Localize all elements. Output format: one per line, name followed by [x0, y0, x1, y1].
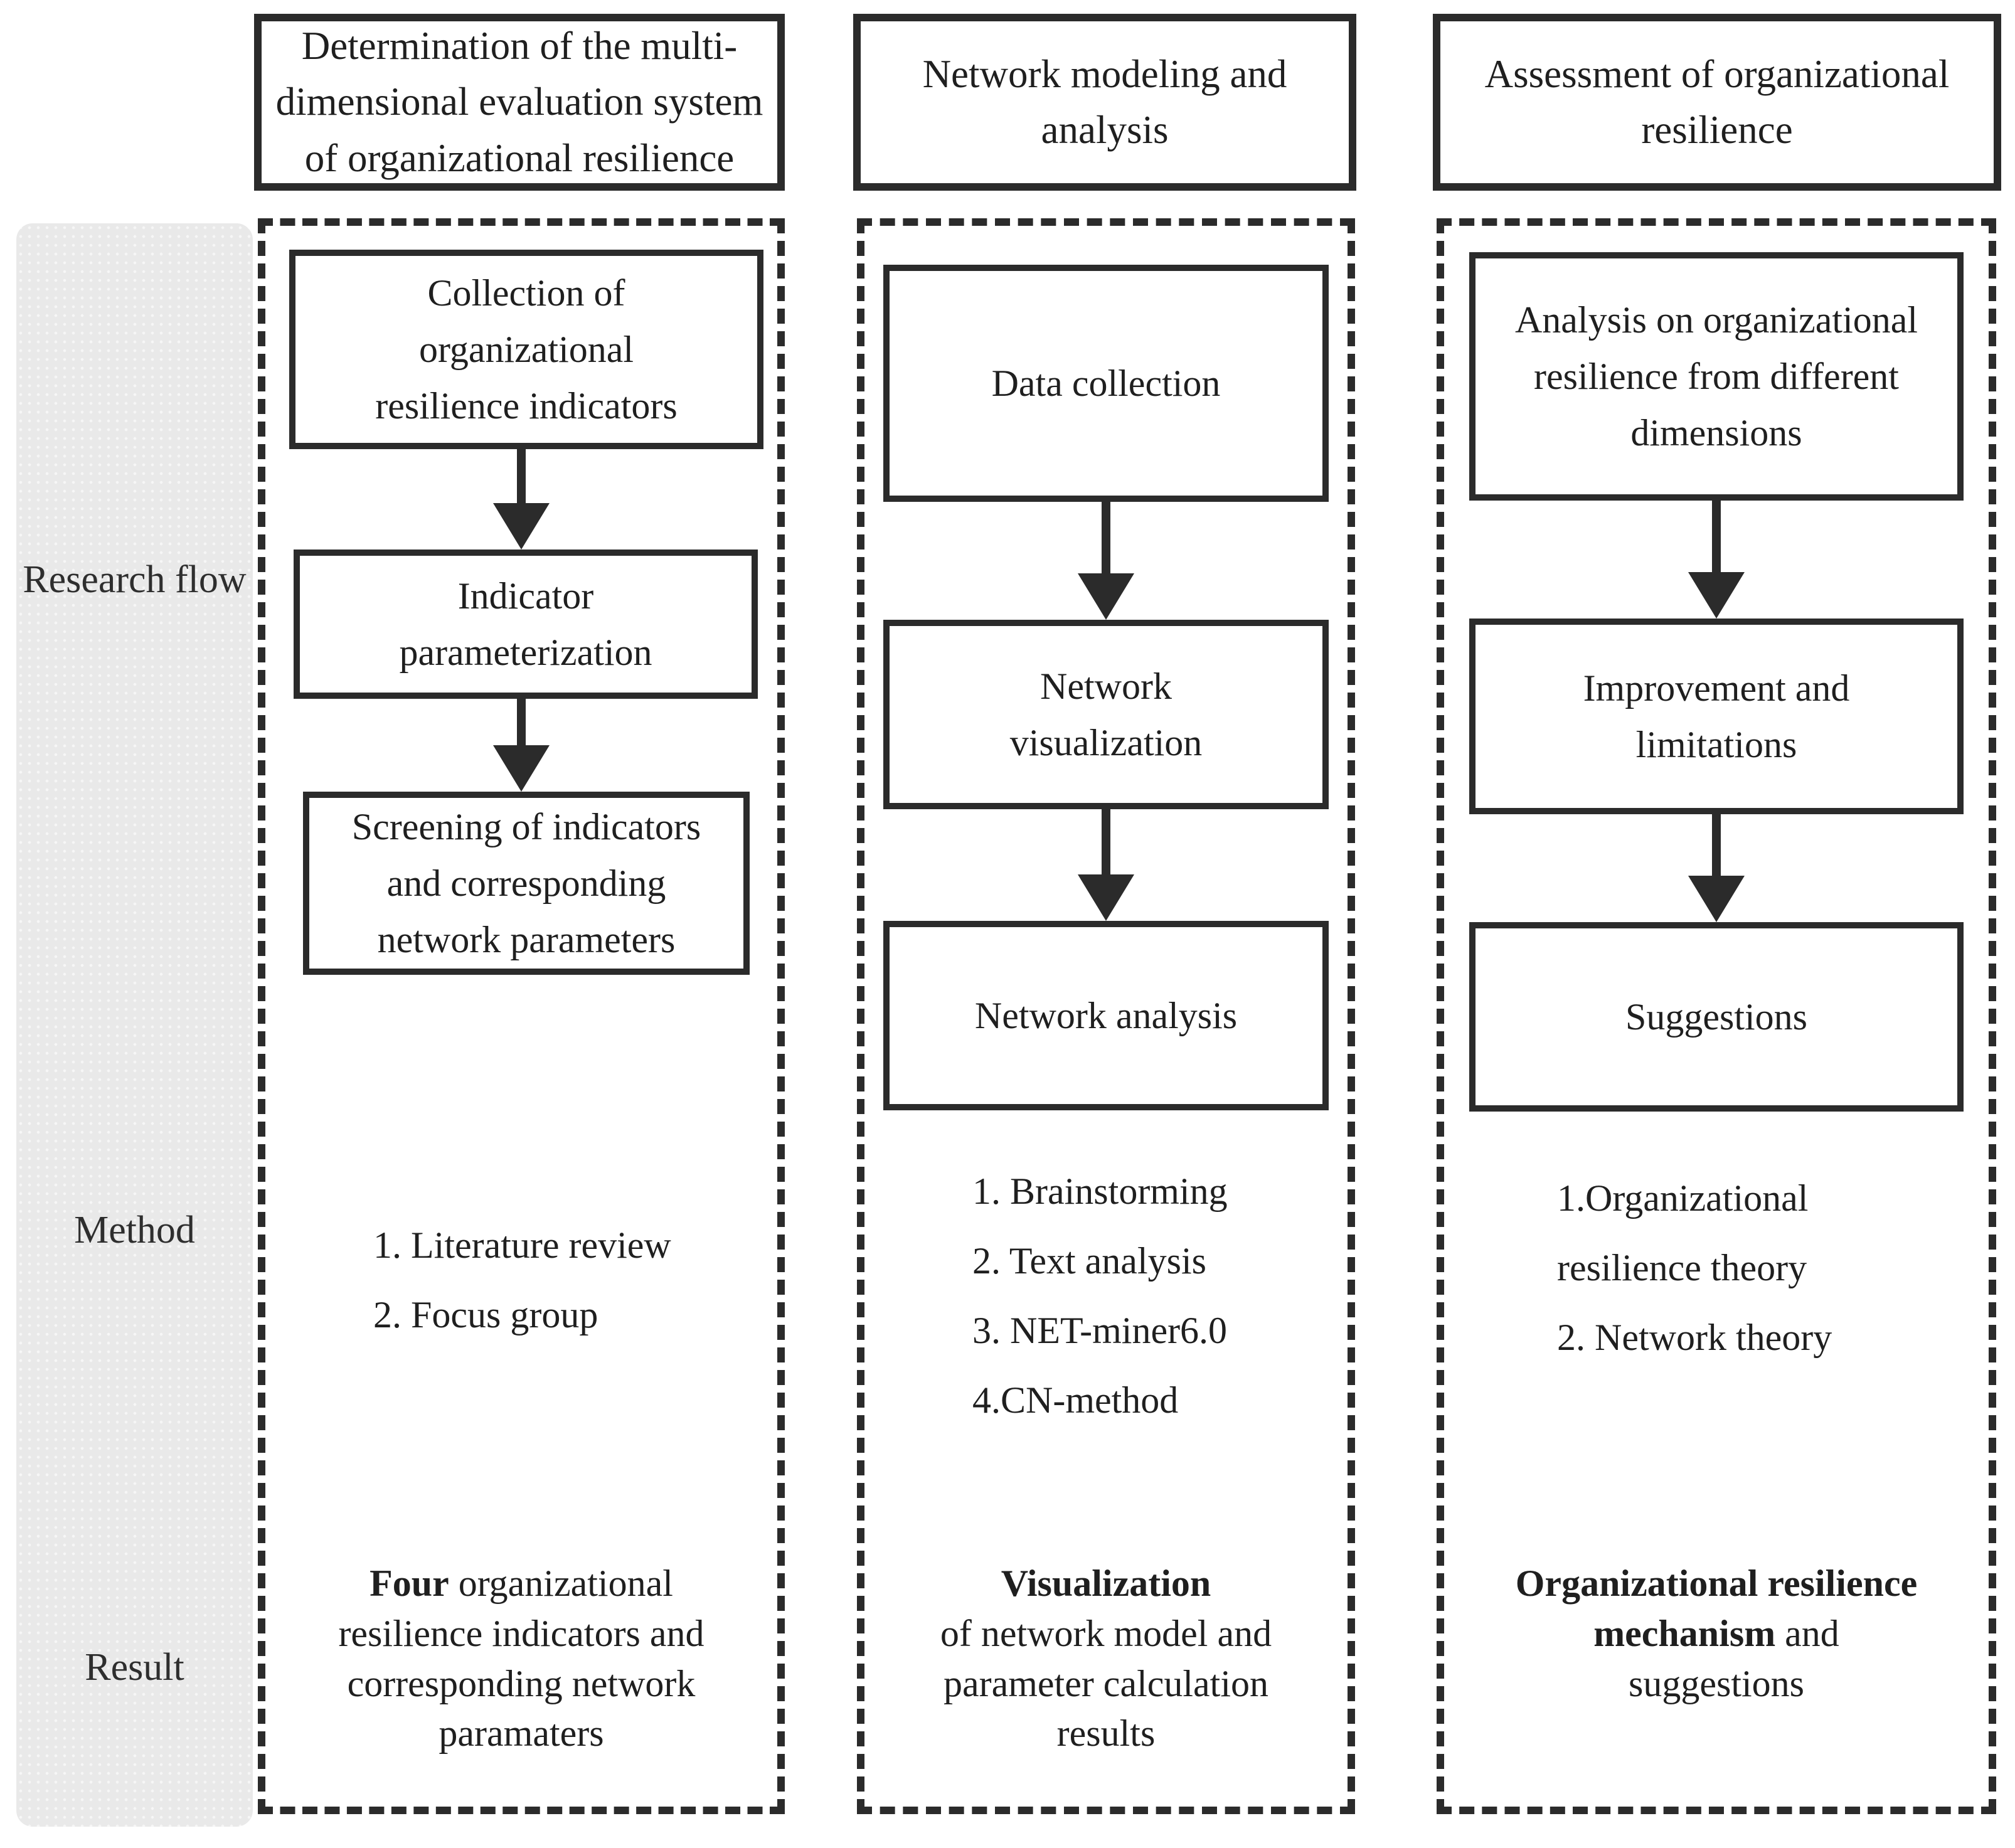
arrow-stem: [517, 449, 526, 503]
arrow-stem: [1102, 502, 1110, 573]
flow-box-label: Data collection: [991, 363, 1221, 404]
method-list: 1.Organizational resilience theory 2. Ne…: [1557, 1164, 1871, 1373]
arrow-head-icon: [493, 503, 550, 550]
down-arrow: [1078, 502, 1134, 620]
row-label-rail: Research flow Method Result: [16, 223, 253, 1827]
flow-box: Suggestions: [1469, 922, 1964, 1112]
method-item: 1. Literature review: [373, 1224, 671, 1266]
arrow-head-icon: [1078, 874, 1134, 921]
arrow-head-icon: [1078, 573, 1134, 620]
arrow-stem: [1102, 809, 1110, 874]
down-arrow: [493, 699, 550, 792]
arrow-stem: [1712, 501, 1721, 572]
down-arrow: [493, 449, 550, 550]
row-label-result: Result: [85, 1646, 184, 1689]
flow-box: Network analysis: [883, 921, 1329, 1110]
method-item: 1. Brainstorming: [972, 1171, 1228, 1212]
method-item: 2. Text analysis: [972, 1240, 1206, 1282]
method-list: 1. Literature review 2. Focus group: [373, 1211, 725, 1350]
method-item: 3. NET-miner6.0: [972, 1310, 1228, 1351]
row-label-method: Method: [74, 1209, 195, 1251]
arrow-head-icon: [493, 745, 550, 792]
down-arrow: [1078, 809, 1134, 921]
method-item: 2. Network theory: [1557, 1317, 1832, 1358]
arrow-head-icon: [1688, 876, 1745, 922]
method-item: 4.CN-method: [972, 1379, 1179, 1421]
arrow-stem: [517, 699, 526, 745]
arrow-stem: [1712, 814, 1721, 876]
flow-box-label: Network analysis: [974, 995, 1238, 1036]
arrow-head-icon: [1688, 572, 1745, 619]
down-arrow: [1688, 814, 1745, 922]
method-list: 1. Brainstorming 2. Text analysis 3. NET…: [972, 1157, 1324, 1435]
row-label-research-flow: Research flow: [23, 558, 247, 601]
flow-box: Data collection: [883, 265, 1329, 502]
column-header-determination: Determination of the multi-dimensional e…: [254, 14, 785, 191]
flow-box-label: Suggestions: [1625, 996, 1808, 1038]
method-item: 1.Organizational resilience theory: [1557, 1177, 1809, 1288]
method-item: 2. Focus group: [373, 1294, 598, 1336]
down-arrow: [1688, 501, 1745, 619]
